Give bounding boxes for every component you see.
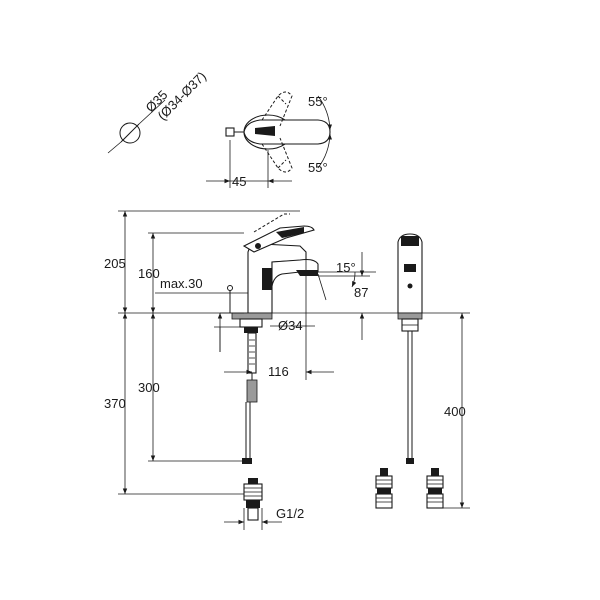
dim-dia34-label: Ø34	[278, 318, 303, 333]
dim-205-label: 205	[104, 256, 126, 271]
angle-15-label: 15°	[336, 260, 356, 275]
angle-arc-lower	[317, 133, 333, 169]
dim-max30-label: max.30	[160, 276, 203, 291]
faucet-front	[397, 233, 423, 464]
faucet-body	[227, 213, 319, 314]
hose-connector-right	[426, 468, 444, 509]
side-view: 205 160 max.30 15° 87 Ø34 116 300	[104, 210, 470, 530]
dim-45-label: 45	[232, 174, 246, 189]
dim-87-label: 87	[354, 285, 368, 300]
angle-arc-upper	[317, 95, 333, 131]
angle-upper-label: 55°	[308, 94, 328, 109]
dim-300-label: 300	[138, 380, 160, 395]
faucet-top	[225, 114, 331, 150]
dim-116-label: 116	[268, 364, 289, 379]
dim-370-label: 370	[104, 396, 126, 411]
hose-connector-left	[375, 468, 393, 509]
top-view: Ø35 (Ø34-Ø37) 55° 55° 45	[107, 69, 333, 189]
front-view: 400	[375, 233, 470, 509]
dim-400-label: 400	[444, 404, 466, 419]
hole-symbol	[107, 99, 166, 154]
dim-160-label: 160	[138, 266, 160, 281]
mounting-assembly	[231, 312, 273, 521]
thread-g12-label: G1/2	[276, 506, 304, 521]
lever-swing-up	[261, 91, 293, 127]
lever-swing-down	[261, 137, 293, 173]
angle-lower-label: 55°	[308, 160, 328, 175]
